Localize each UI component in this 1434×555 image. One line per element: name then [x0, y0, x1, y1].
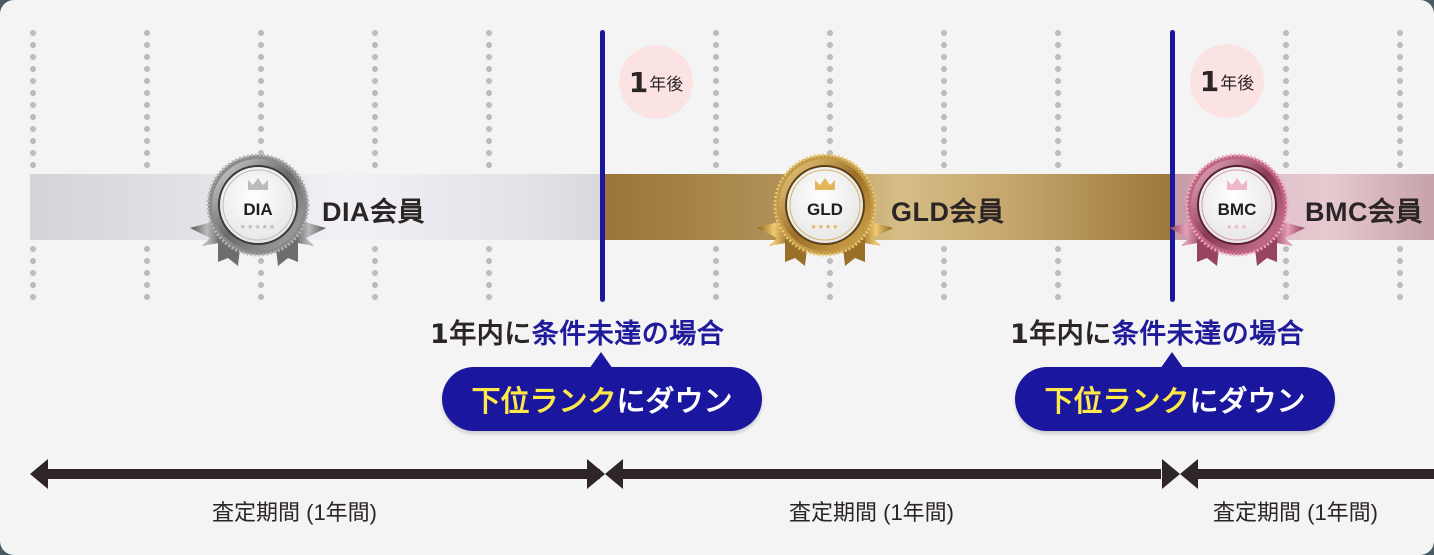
- grid-dot-column: [30, 243, 36, 303]
- assessment-period-label: 査定期間 (1年間): [212, 500, 378, 525]
- after-text: 年後: [649, 74, 684, 95]
- tier-label-gld: GLD会員: [891, 197, 1005, 227]
- grid-dot-column: [258, 27, 264, 171]
- grid-dot-column: [372, 243, 378, 303]
- after-number: 1: [1199, 64, 1220, 98]
- svg-text:GLD: GLD: [807, 200, 843, 219]
- grid-dot-column: [258, 243, 264, 303]
- svg-text:★★★★: ★★★★: [810, 223, 839, 231]
- assessment-period-label: 査定期間 (1年間): [789, 500, 955, 525]
- after-number: 1: [628, 65, 649, 99]
- checkpoint-divider-line: [600, 30, 605, 302]
- checkpoint-divider-line: [1170, 30, 1175, 302]
- gld-medal-icon: GLD ★★★★: [757, 153, 893, 266]
- svg-text:★★★★★: ★★★★★: [240, 223, 276, 231]
- grid-dot-column: [1283, 243, 1289, 303]
- svg-text:DIA: DIA: [243, 200, 272, 219]
- grid-dot-column: [1397, 243, 1403, 303]
- grid-dot-column: [144, 27, 150, 171]
- tier-label-bmc: BMC会員: [1305, 197, 1423, 227]
- grid-dot-column: [144, 243, 150, 303]
- period-arrows: [30, 459, 1434, 489]
- grid-dot-column: [1055, 243, 1061, 303]
- grid-dot-column: [713, 243, 719, 303]
- grid-dot-column: [827, 243, 833, 303]
- condition-text: 1年内に条件未達の場合: [1010, 319, 1305, 350]
- grid-dot-column: [486, 243, 492, 303]
- svg-text:★★★: ★★★: [1226, 223, 1248, 231]
- grid-dot-column: [941, 27, 947, 171]
- assessment-period-label: 査定期間 (1年間): [1213, 500, 1379, 525]
- grid-dot-column: [713, 27, 719, 171]
- grid-dot-column: [941, 243, 947, 303]
- grid-dot-column: [486, 27, 492, 171]
- grid-dot-column: [827, 27, 833, 171]
- grid-dot-column: [30, 27, 36, 171]
- rank-down-callout: 下位ランクにダウン: [442, 367, 762, 431]
- callout-pointer: [1160, 352, 1184, 369]
- condition-text: 1年内に条件未達の場合: [430, 319, 725, 350]
- svg-text:BMC: BMC: [1218, 200, 1257, 219]
- tier-label-dia: DIA会員: [322, 197, 425, 227]
- grid-dot-column: [1055, 27, 1061, 171]
- grid-dot-column: [1397, 27, 1403, 171]
- bmc-medal-icon: BMC ★★★: [1169, 153, 1305, 266]
- grid-dot-column: [372, 27, 378, 171]
- dia-medal-icon: DIA ★★★★★: [190, 153, 326, 266]
- grid-dot-column: [1283, 27, 1289, 171]
- rank-down-callout: 下位ランクにダウン: [1015, 367, 1335, 431]
- after-text: 年後: [1220, 73, 1255, 94]
- callout-pointer: [589, 352, 613, 369]
